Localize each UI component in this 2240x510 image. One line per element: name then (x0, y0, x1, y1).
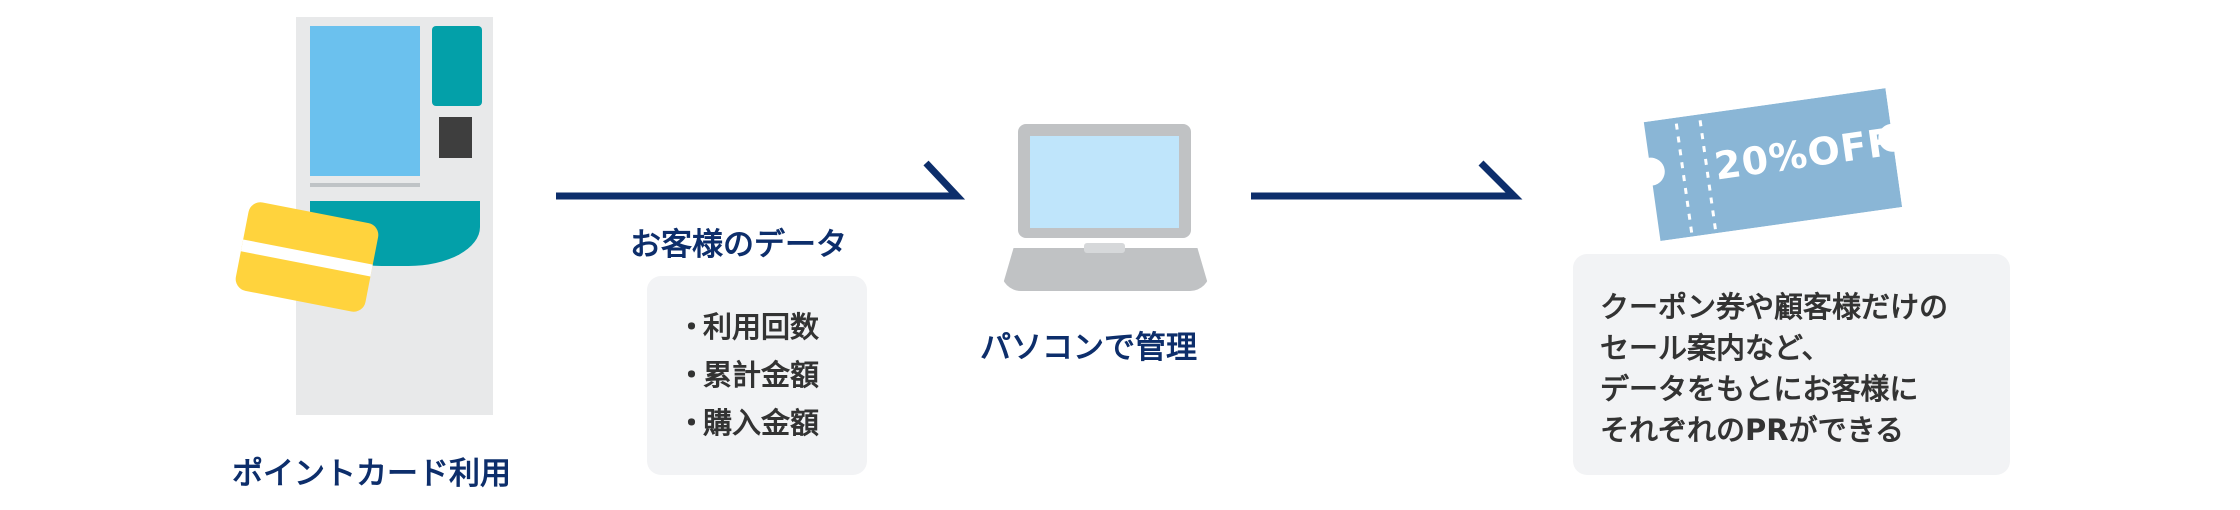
arrow-right-icon (556, 160, 966, 200)
note-line: それぞれのPRができる (1600, 413, 1905, 447)
laptop-keyboard-base (1001, 248, 1210, 291)
note-line: データをもとにお客様に (1600, 372, 1919, 406)
laptop-notch (1084, 243, 1125, 253)
result-note-box: クーポン券や顧客様だけの セール案内など、 データをもとにお客様に それぞれのP… (1573, 254, 2010, 475)
list-item: ・購入金額 (677, 408, 819, 456)
terminal-screen (310, 26, 420, 176)
list-item: ・利用回数 (677, 312, 819, 360)
step-manage-label: パソコンで管理 (980, 330, 1197, 366)
step-card-label: ポイントカード利用 (232, 456, 511, 492)
coupon-ticket-icon: 20%OFF (1638, 88, 1903, 242)
coupon-ticket-shape (1643, 88, 1903, 241)
terminal-button (439, 117, 472, 158)
list-item-text: 購入金額 (703, 406, 820, 440)
list-item-text: 利用回数 (703, 310, 820, 344)
note-line: セール案内など、 (1600, 331, 1831, 365)
terminal-side-panel (432, 26, 482, 106)
card-stripe (240, 239, 373, 277)
terminal-divider (310, 183, 420, 187)
note-line: クーポン券や顧客様だけの (1600, 290, 1949, 324)
data-items-list: ・利用回数 ・累計金額 ・購入金額 (677, 312, 819, 456)
step-data-label: お客様のデータ (630, 227, 847, 263)
result-note-text: クーポン券や顧客様だけの セール案内など、 データをもとにお客様に それぞれのP… (1600, 290, 1948, 454)
list-item: ・累計金額 (677, 360, 819, 408)
bullet: ・ (677, 358, 707, 392)
bullet: ・ (677, 406, 707, 440)
data-items-box: ・利用回数 ・累計金額 ・購入金額 (647, 276, 867, 475)
arrow-right-icon (1251, 160, 1523, 200)
laptop-screen (1030, 136, 1179, 228)
list-item-text: 累計金額 (703, 358, 820, 392)
bullet: ・ (677, 310, 707, 344)
